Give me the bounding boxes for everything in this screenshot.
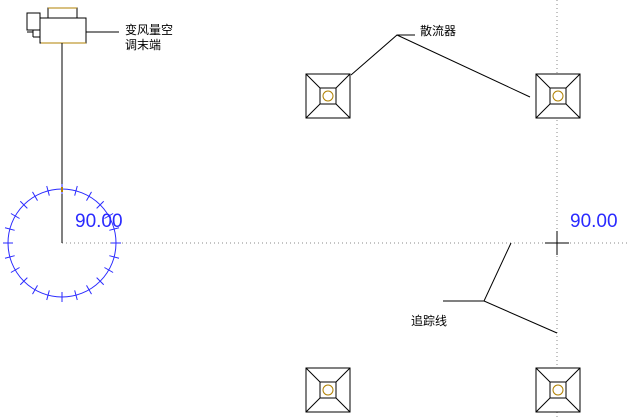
vav-label-line1: 变风量空 [125,23,174,37]
angle-tick [19,277,28,286]
angle-tick [32,285,38,295]
angle-tick [19,200,28,209]
crosshair-cursor [545,231,569,255]
vav-terminal-symbol[interactable] [26,7,119,243]
diffuser-symbol[interactable] [305,73,351,119]
angle-tick [46,290,50,301]
angle-tick [32,191,38,201]
diffuser-leader [350,34,531,98]
angle-tick [86,191,92,201]
angle-tick [4,227,15,231]
angle-readout-left: 90.00 [75,211,123,232]
diffuser-symbol[interactable] [535,73,581,119]
angle-tick [10,213,20,219]
angle-tick [46,185,50,196]
angle-tick [74,185,78,196]
angle-tick [74,290,78,301]
angle-tick [10,267,20,273]
angle-readout-right: 90.00 [570,211,618,232]
vav-label-line2: 调末端 [125,38,162,52]
angle-tick [86,285,92,295]
angle-tick [96,277,105,286]
diffuser-label: 散流器 [420,24,457,38]
angle-tick [4,255,15,259]
angle-tick [104,213,114,219]
diffuser-symbol[interactable] [305,367,351,413]
angle-tick [109,255,120,259]
trace-line-leader [483,242,558,334]
angle-tick [96,200,105,209]
trace-line-label: 追踪线 [411,314,448,328]
angle-tick [109,227,120,231]
diffuser-symbol[interactable] [535,367,581,413]
angle-tick [104,267,114,273]
